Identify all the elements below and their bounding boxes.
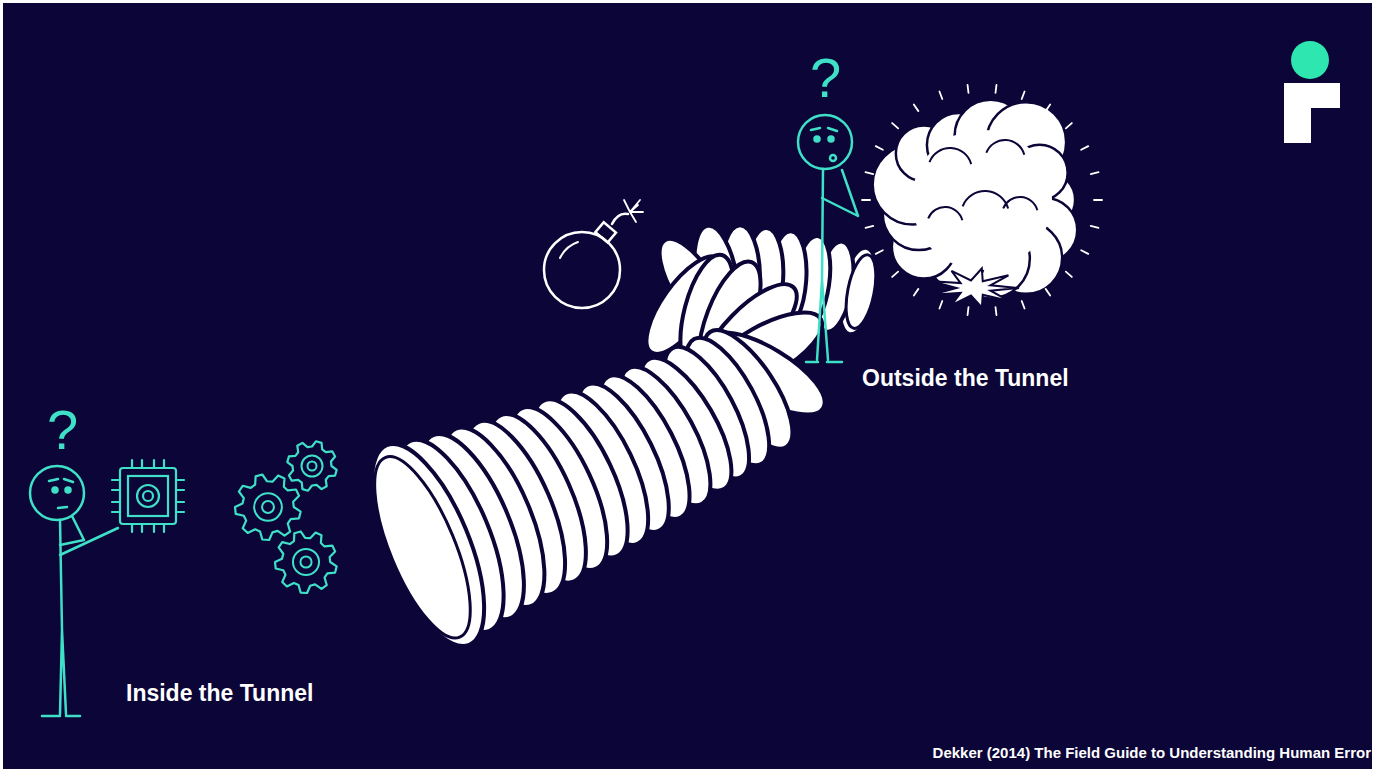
blast-ray bbox=[1081, 250, 1088, 254]
chip-gear-hub bbox=[143, 491, 153, 501]
blast-ray bbox=[995, 307, 998, 315]
question-mark: ? bbox=[810, 50, 841, 106]
gear bbox=[235, 475, 301, 540]
blast-ray bbox=[995, 85, 998, 93]
gear-hub bbox=[293, 549, 319, 575]
figure-feet bbox=[806, 361, 842, 364]
bomb bbox=[544, 200, 643, 308]
figure-eye bbox=[66, 488, 71, 493]
blast-ray bbox=[1091, 226, 1099, 228]
figure-arm bbox=[60, 516, 84, 545]
figure-eye bbox=[815, 137, 820, 142]
blast-ray bbox=[967, 307, 970, 315]
figure-mouth bbox=[830, 155, 836, 161]
blast-ray bbox=[967, 85, 970, 93]
gear-axle bbox=[308, 462, 317, 471]
stick-figure-inside bbox=[30, 466, 118, 716]
smoke-detail bbox=[1003, 197, 1037, 210]
bomb-body bbox=[544, 232, 620, 308]
gear bbox=[287, 441, 336, 490]
stick-figure-outside bbox=[798, 115, 858, 362]
gear-axle bbox=[300, 556, 311, 567]
blast-ray bbox=[1022, 301, 1025, 308]
blast-ray bbox=[862, 199, 870, 201]
tunnel-entrance bbox=[355, 445, 489, 649]
section-label: Inside the Tunnel bbox=[126, 681, 313, 706]
figure-head bbox=[798, 115, 852, 169]
blast-ray bbox=[1046, 289, 1051, 296]
blast-ray bbox=[1066, 272, 1072, 277]
blast-ray bbox=[1066, 123, 1072, 128]
logo-mark bbox=[1284, 83, 1340, 143]
tunnel-exit bbox=[841, 252, 881, 330]
blast-ray bbox=[865, 226, 873, 228]
figure-arm bbox=[822, 170, 858, 216]
figure-eye bbox=[829, 137, 834, 142]
gear-outline bbox=[287, 441, 336, 490]
figure-brows bbox=[49, 479, 73, 482]
section-label: Outside the Tunnel bbox=[862, 366, 1069, 391]
gear-axle bbox=[262, 501, 274, 513]
tunnel-ring bbox=[349, 430, 508, 661]
figure-eye bbox=[53, 488, 58, 493]
smoke-detail bbox=[929, 148, 971, 164]
tunnel bbox=[349, 223, 883, 661]
blast-ray bbox=[914, 105, 919, 112]
citation-caption: Dekker (2014) The Field Guide to Underst… bbox=[933, 745, 1371, 762]
explosion bbox=[862, 85, 1102, 315]
background bbox=[3, 3, 1372, 769]
bomb-shine bbox=[560, 242, 578, 258]
gear-outline bbox=[275, 531, 337, 593]
figure-mouth bbox=[58, 507, 67, 508]
figure-arm bbox=[60, 528, 118, 555]
smoke-detail bbox=[928, 207, 962, 220]
blast-ray bbox=[1022, 92, 1025, 99]
blast-ray bbox=[865, 172, 873, 174]
bomb-spark bbox=[624, 200, 643, 222]
gear-outline bbox=[235, 475, 301, 540]
figure-head bbox=[30, 466, 84, 520]
blast-ray bbox=[892, 272, 898, 277]
smoke-detail bbox=[963, 191, 1008, 209]
chip-body bbox=[120, 468, 176, 524]
figure-feet bbox=[42, 715, 80, 718]
chip bbox=[112, 460, 184, 532]
blast-flash bbox=[932, 269, 1019, 308]
blast-ray bbox=[876, 146, 883, 150]
gears bbox=[235, 441, 337, 593]
blast-ray bbox=[1046, 105, 1051, 112]
blast-ray bbox=[892, 123, 898, 128]
question-mark: ? bbox=[47, 402, 78, 458]
chip-pins bbox=[112, 460, 184, 532]
tunnel-guide bbox=[428, 278, 858, 545]
smoke-core bbox=[912, 130, 1052, 270]
bomb-cap bbox=[595, 222, 616, 242]
blast-ray bbox=[939, 301, 942, 308]
blast-ray bbox=[1081, 146, 1088, 150]
blast-ray bbox=[914, 289, 919, 296]
figure-brows bbox=[811, 128, 837, 131]
gear-hub bbox=[302, 456, 323, 477]
gear bbox=[275, 531, 337, 593]
gear-hub bbox=[254, 493, 282, 521]
figure-body bbox=[60, 520, 66, 714]
logo-dot bbox=[1291, 41, 1329, 79]
chip-core bbox=[128, 476, 168, 516]
smoke-detail bbox=[986, 140, 1024, 155]
bomb-fuse bbox=[612, 214, 628, 224]
blast-ray bbox=[1094, 199, 1102, 201]
blast-ray bbox=[939, 92, 942, 99]
chip-gear bbox=[137, 485, 159, 507]
blast-ray bbox=[1091, 172, 1099, 174]
blast-ray bbox=[876, 250, 883, 254]
